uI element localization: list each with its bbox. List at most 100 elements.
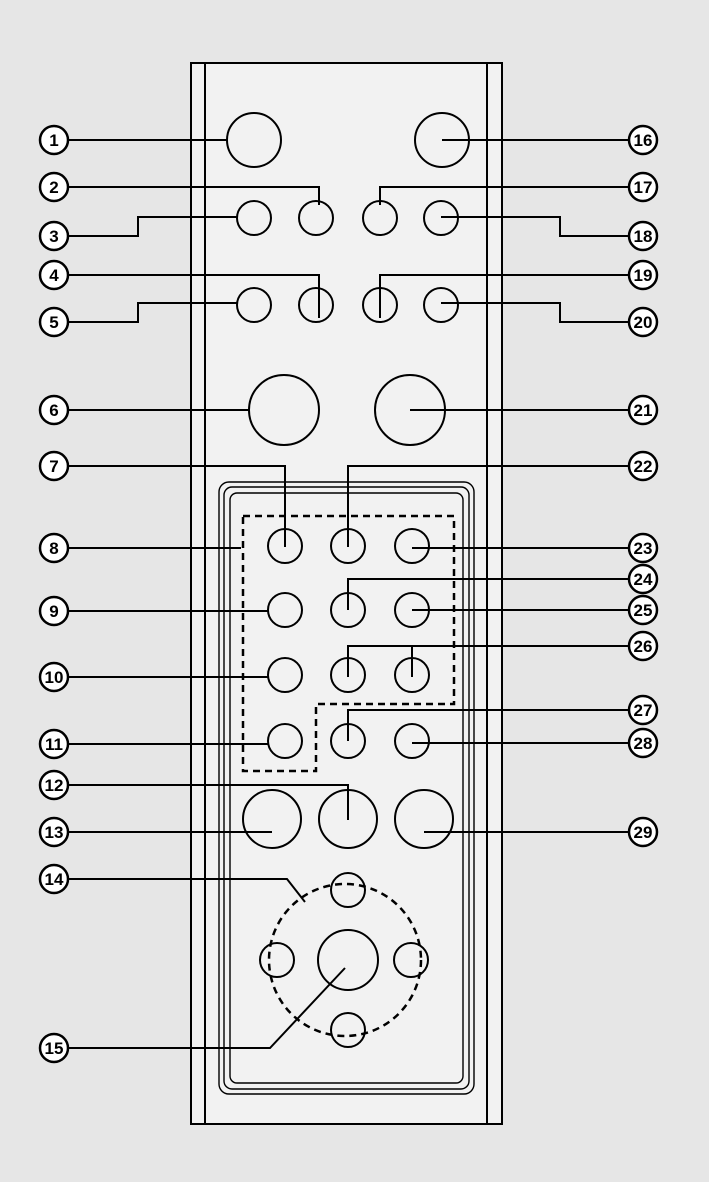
leader-line-18 bbox=[441, 216, 643, 237]
callout-20-circle bbox=[627, 306, 659, 338]
callout-14-circle bbox=[38, 863, 70, 895]
callout-5-circle bbox=[38, 306, 70, 338]
callout-8-label: 8 bbox=[49, 539, 58, 558]
callout-7-label: 7 bbox=[49, 457, 58, 476]
keypad-r4-c3 bbox=[394, 723, 430, 759]
large-button-top-left bbox=[226, 112, 282, 168]
callout-13-circle bbox=[38, 816, 70, 848]
callout-17-circle bbox=[627, 171, 659, 203]
callout-27-circle bbox=[627, 694, 659, 726]
lower-panel-inner bbox=[229, 492, 464, 1084]
callout-6-circle bbox=[38, 394, 70, 426]
small-button-row1-inner-right bbox=[362, 200, 398, 236]
callout-4-circle bbox=[38, 259, 70, 291]
callout-9-circle bbox=[38, 595, 70, 627]
callout-10-circle bbox=[38, 661, 70, 693]
callout-19-label: 19 bbox=[634, 266, 653, 285]
callout-27: 27 bbox=[627, 694, 659, 726]
callout-1: 1 bbox=[38, 124, 70, 156]
dashed-groups bbox=[241, 514, 456, 1038]
callout-8: 8 bbox=[38, 532, 70, 564]
callout-6-label: 6 bbox=[49, 401, 58, 420]
callout-23-circle bbox=[627, 532, 659, 564]
callout-12: 12 bbox=[38, 769, 70, 801]
callout-16: 16 bbox=[627, 124, 659, 156]
callout-5-label: 5 bbox=[49, 313, 58, 332]
callout-9: 9 bbox=[38, 595, 70, 627]
callout-18-circle bbox=[627, 220, 659, 252]
navigation-ring bbox=[267, 882, 423, 1038]
callout-3: 3 bbox=[38, 220, 70, 252]
callout-26-circle bbox=[627, 630, 659, 662]
callout-21-circle bbox=[627, 394, 659, 426]
callout-22-circle bbox=[627, 450, 659, 482]
callout-7: 7 bbox=[38, 450, 70, 482]
callout-7-circle bbox=[38, 450, 70, 482]
lower-panel-middle bbox=[223, 486, 470, 1090]
callout-3-circle bbox=[38, 220, 70, 252]
callout-1-circle bbox=[38, 124, 70, 156]
leader-line-19 bbox=[379, 274, 643, 318]
lower-panel-outer bbox=[218, 481, 475, 1095]
callout-15: 15 bbox=[38, 1032, 70, 1064]
callout-26-label: 26 bbox=[634, 637, 653, 656]
callout-23-label: 23 bbox=[634, 539, 653, 558]
large-button-mid-left bbox=[248, 374, 320, 446]
callout-17-label: 17 bbox=[634, 178, 653, 197]
callout-8-circle bbox=[38, 532, 70, 564]
leader-line-26 bbox=[347, 645, 643, 677]
navigation-center-button bbox=[317, 929, 379, 991]
callout-9-label: 9 bbox=[49, 602, 58, 621]
callout-18: 18 bbox=[627, 220, 659, 252]
callout-24-label: 24 bbox=[634, 570, 653, 589]
callout-13: 13 bbox=[38, 816, 70, 848]
navigation-left-button bbox=[259, 942, 295, 978]
keypad-r1-c3 bbox=[394, 528, 430, 564]
callout-12-label: 12 bbox=[45, 776, 64, 795]
callout-25: 25 bbox=[627, 594, 659, 626]
callout-28-label: 28 bbox=[634, 734, 653, 753]
leader-line-15 bbox=[54, 967, 346, 1049]
leader-line-5 bbox=[54, 302, 237, 323]
callout-15-circle bbox=[38, 1032, 70, 1064]
keypad-r4-c1 bbox=[267, 723, 303, 759]
callout-2-circle bbox=[38, 171, 70, 203]
leader-line-24 bbox=[347, 578, 643, 610]
callout-29: 29 bbox=[627, 816, 659, 848]
navigation-right-button bbox=[393, 942, 429, 978]
callout-11-label: 11 bbox=[45, 735, 63, 754]
callout-22: 22 bbox=[627, 450, 659, 482]
callout-18-label: 18 bbox=[634, 227, 653, 246]
callout-19-circle bbox=[627, 259, 659, 291]
leader-line-27 bbox=[347, 709, 643, 741]
callout-16-label: 16 bbox=[634, 131, 653, 150]
callout-14-label: 14 bbox=[45, 870, 64, 889]
callout-23: 23 bbox=[627, 532, 659, 564]
callout-28-circle bbox=[627, 727, 659, 759]
leader-line-20 bbox=[441, 302, 643, 323]
callout-17: 17 bbox=[627, 171, 659, 203]
leader-lines bbox=[54, 139, 643, 1049]
callout-2-label: 2 bbox=[49, 178, 58, 197]
leader-line-22 bbox=[347, 465, 643, 547]
callout-16-circle bbox=[627, 124, 659, 156]
callout-11: 11 bbox=[38, 728, 70, 760]
leader-line-12 bbox=[54, 784, 349, 820]
callout-15-label: 15 bbox=[45, 1039, 64, 1058]
callout-4: 4 bbox=[38, 259, 70, 291]
leader-line-2 bbox=[54, 186, 320, 205]
navigation-up-button bbox=[330, 872, 366, 908]
callout-25-label: 25 bbox=[634, 601, 653, 620]
leader-line-14 bbox=[54, 878, 306, 903]
callout-26: 26 bbox=[627, 630, 659, 662]
callout-25-circle bbox=[627, 594, 659, 626]
callout-27-label: 27 bbox=[634, 701, 653, 720]
callout-22-label: 22 bbox=[634, 457, 653, 476]
callout-markers: 1234567891011121314151617181920212223242… bbox=[38, 124, 659, 1064]
keypad-dashed-group bbox=[241, 514, 456, 773]
callout-10: 10 bbox=[38, 661, 70, 693]
leader-line-4 bbox=[54, 274, 320, 318]
callout-4-label: 4 bbox=[49, 266, 59, 285]
callout-3-label: 3 bbox=[49, 227, 58, 246]
